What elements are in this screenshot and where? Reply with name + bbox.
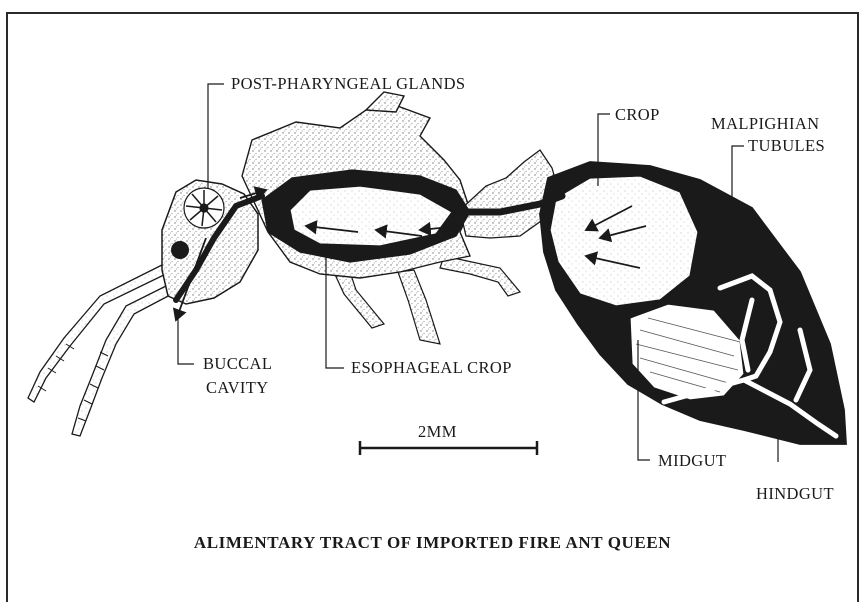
label-esophageal-crop: ESOPHAGEAL CROP — [351, 357, 512, 379]
label-buccal-line1: BUCCAL — [203, 353, 272, 375]
label-post-pharyngeal-glands: POST-PHARYNGEAL GLANDS — [231, 73, 465, 95]
scale-bar — [360, 441, 537, 455]
label-hindgut: HINDGUT — [756, 483, 834, 505]
label-crop: CROP — [615, 104, 660, 126]
figure-title: ALIMENTARY TRACT OF IMPORTED FIRE ANT QU… — [0, 533, 865, 553]
label-malpighian-line1: MALPIGHIAN — [711, 113, 820, 135]
scale-bar-label: 2MM — [418, 421, 457, 443]
label-buccal-line2: CAVITY — [206, 377, 269, 399]
post-pharyngeal-gland — [184, 188, 224, 228]
antenna-front — [72, 284, 172, 436]
label-malpighian-line2: TUBULES — [748, 135, 825, 157]
eye — [171, 241, 189, 259]
label-midgut: MIDGUT — [658, 450, 726, 472]
